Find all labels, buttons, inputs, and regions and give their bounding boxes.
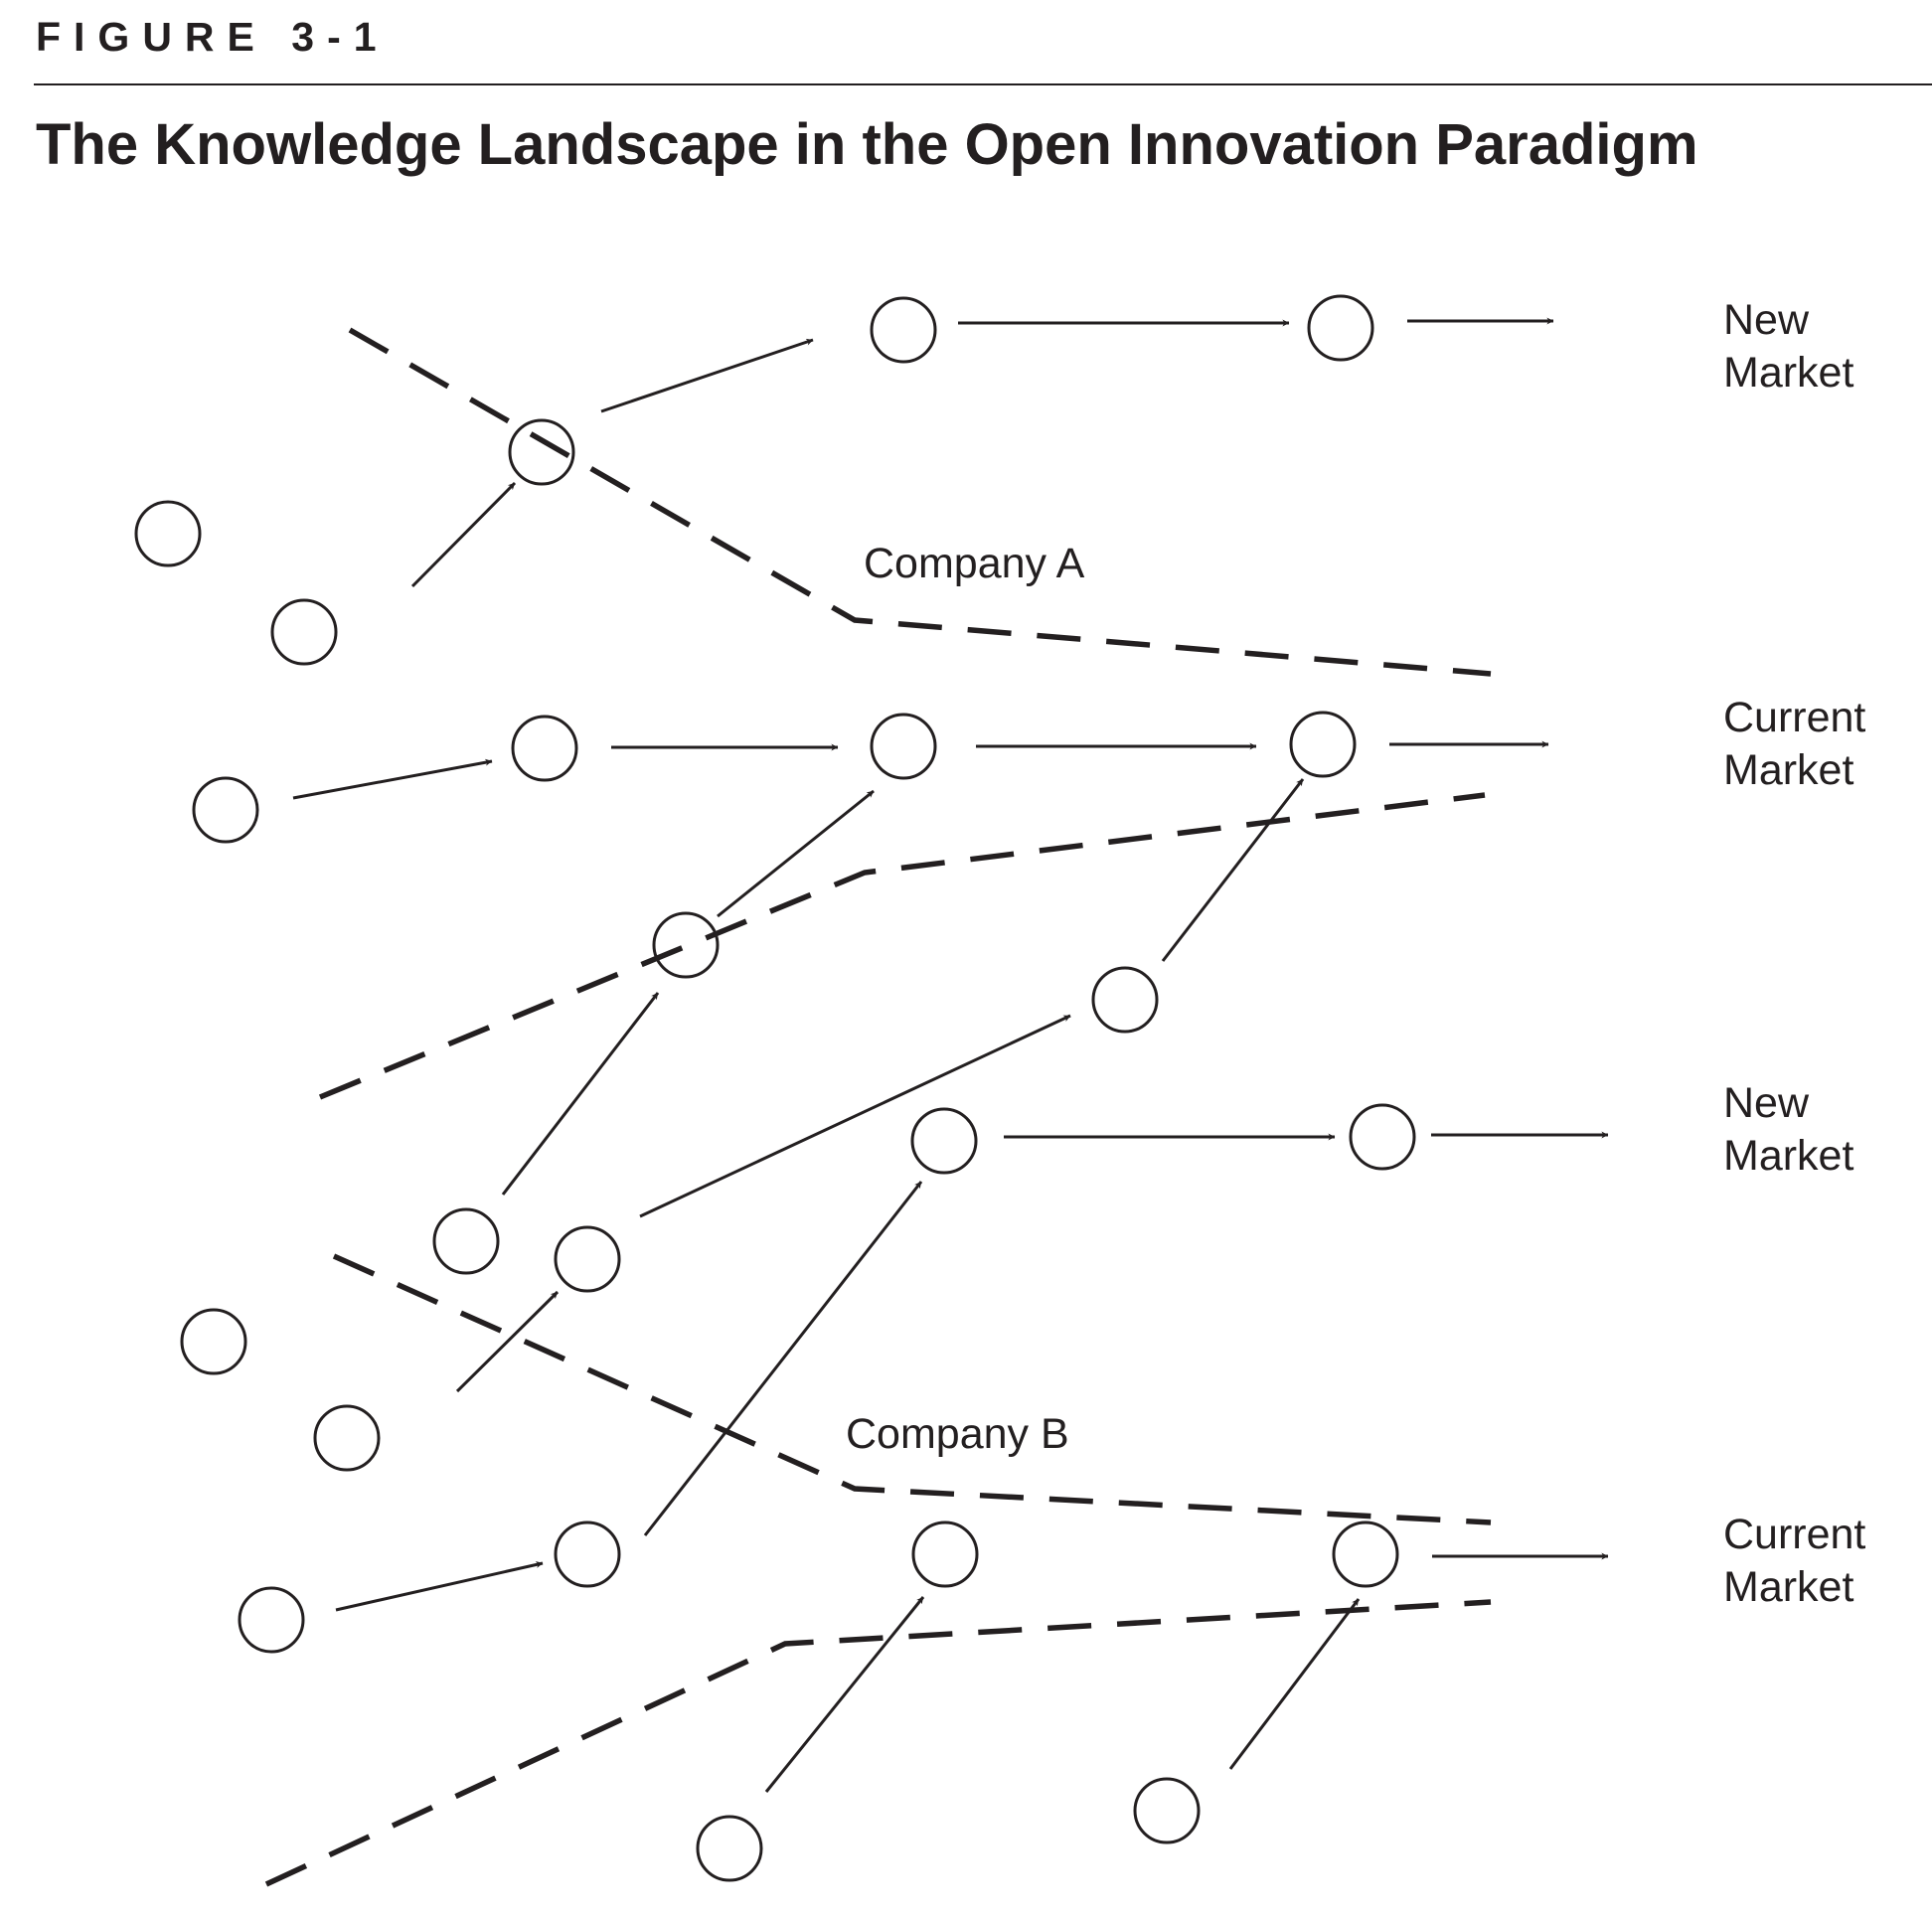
flow-arrow: [600, 338, 814, 413]
node: [1133, 1777, 1201, 1844]
flow-arrow: [764, 1596, 925, 1793]
flow-arrow: [410, 481, 517, 588]
market-label-line: New: [1723, 296, 1810, 344]
node: [180, 1308, 247, 1375]
node: [508, 418, 575, 486]
company-b-label: Company B: [846, 1410, 1069, 1458]
node-group: [134, 294, 1416, 1882]
company-a-upper-boundary: [348, 327, 1492, 677]
node: [911, 1520, 979, 1588]
node: [511, 715, 578, 782]
node: [1289, 711, 1357, 778]
node: [270, 598, 338, 666]
header-rule: [34, 83, 1932, 85]
flow-arrow-group: [292, 317, 1609, 1793]
node: [554, 1225, 621, 1293]
node: [870, 296, 937, 364]
node: [1307, 294, 1374, 362]
market-label-line: New: [1723, 1079, 1810, 1127]
node: [1349, 1103, 1416, 1171]
node: [554, 1520, 621, 1588]
flow-arrow: [717, 789, 875, 918]
node: [870, 713, 937, 780]
node: [910, 1107, 978, 1175]
figure-title: The Knowledge Landscape in the Open Inno…: [36, 112, 1698, 177]
node: [313, 1404, 381, 1472]
flow-arrow: [1228, 1598, 1361, 1770]
market-label-line: Current: [1723, 1511, 1865, 1558]
node: [192, 776, 259, 844]
flow-arrow: [455, 1290, 560, 1393]
company-a-lower-boundary: [318, 792, 1486, 1100]
figure-label: FIGURE 3-1: [36, 14, 390, 60]
company-b-lower-boundary: [264, 1599, 1492, 1887]
flow-arrow: [501, 992, 660, 1196]
market-label-line: Market: [1723, 1563, 1853, 1611]
market-label-line: Market: [1723, 1132, 1853, 1180]
market-label-line: Market: [1723, 349, 1853, 397]
flow-arrow: [292, 758, 493, 800]
market-label-line: Market: [1723, 746, 1853, 794]
node: [238, 1586, 305, 1654]
company-a-label: Company A: [864, 540, 1085, 587]
company-b-upper-boundary: [332, 1253, 1492, 1525]
node: [134, 500, 202, 567]
flow-arrow: [335, 1561, 544, 1612]
node: [1332, 1520, 1399, 1588]
node: [652, 911, 720, 979]
node: [1091, 966, 1159, 1034]
flow-arrow: [1161, 778, 1305, 962]
market-label-line: Current: [1723, 694, 1865, 741]
flow-arrow: [643, 1181, 923, 1536]
flow-arrow: [639, 1014, 1071, 1218]
node: [696, 1815, 763, 1882]
node: [432, 1207, 500, 1275]
